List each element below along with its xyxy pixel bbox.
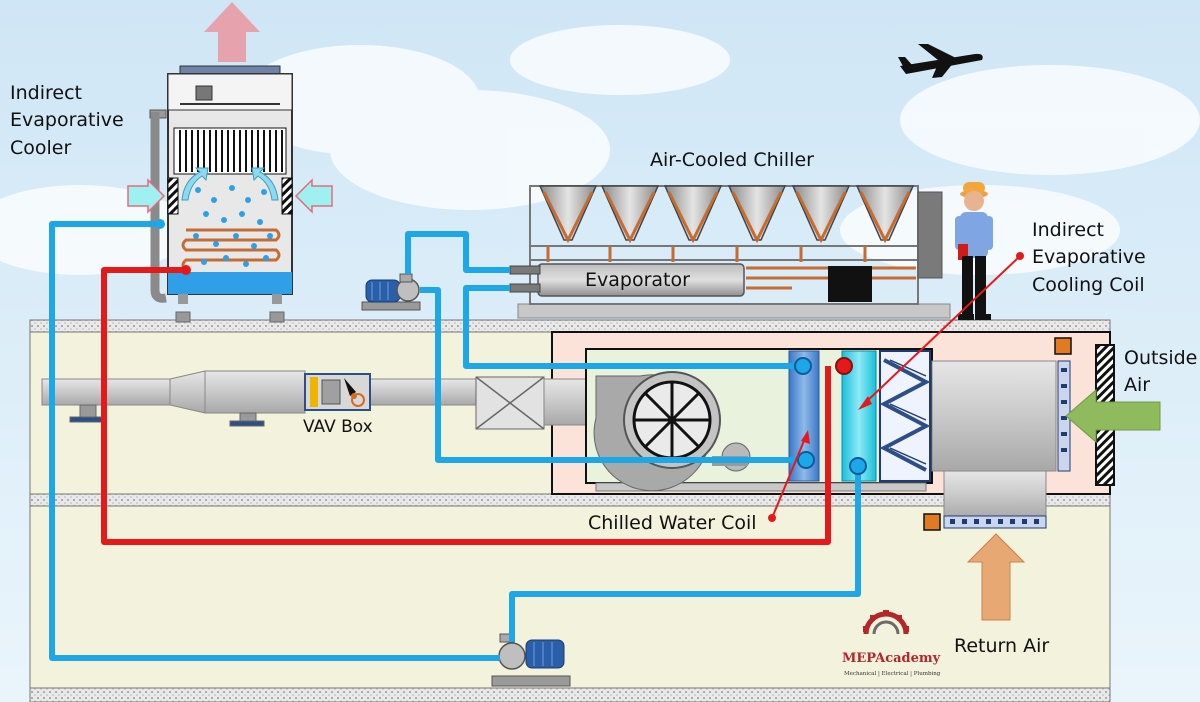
chiller-label: Air-Cooled Chiller (650, 149, 814, 171)
chiller-compressor (828, 266, 872, 302)
logo-name: MEPAcademy (842, 651, 941, 666)
coil-connection-bottom-blue (797, 451, 815, 469)
tower-air-inlet-left (127, 178, 166, 214)
duct-hangers (69, 404, 265, 427)
evaporator-label: Evaporator (585, 269, 690, 291)
coil-connection-top-red (835, 357, 853, 375)
cold-water-pipe-pump-to-coil (420, 287, 805, 463)
chilled-water-coil-label: Chilled Water Coil (588, 512, 757, 534)
tower-connection-red (181, 265, 191, 275)
outside-air-arrow (1065, 388, 1161, 444)
callout-arrowhead-cw-coil (801, 430, 810, 444)
roof-slab (29, 319, 1111, 333)
vav-box (304, 373, 371, 411)
hot-water-pipe-tower-loop (101, 267, 831, 545)
tower-air-swirl-right (251, 167, 279, 201)
mixing-box (931, 360, 1057, 472)
outside-air-label: Outside Air (1124, 347, 1200, 396)
vav-box-label: VAV Box (303, 417, 373, 437)
airplane-icon (898, 44, 983, 78)
indirect-evaporative-cooler (149, 65, 293, 323)
callout-line-cw-coil (771, 435, 807, 519)
tower-air-inlet-right (294, 178, 333, 214)
cold-water-pipe-tower-loop (49, 221, 861, 661)
worker-figure (955, 182, 993, 320)
tower-heat-exchanger-coil (181, 228, 281, 272)
air-cooled-chiller (509, 185, 951, 319)
evaporator (537, 263, 745, 297)
exhaust-arrow (204, 2, 260, 62)
air-filter (879, 350, 931, 482)
coil-connection-top-blue (794, 357, 812, 375)
callout-dot-iec-coil (1016, 252, 1024, 260)
ground-slab (29, 687, 1111, 702)
callout-dot-cw-coil (768, 514, 776, 522)
cold-water-pipe-chiller-supply (405, 231, 510, 274)
logo-tagline: Mechanical | Electrical | Plumbing (844, 671, 941, 677)
callout-line-iec-coil (863, 255, 1021, 405)
coil-connection-bottom-cyan (849, 457, 867, 475)
cooler-label: Indirect Evaporative Cooler (10, 82, 130, 159)
tower-connection-blue (155, 219, 165, 229)
callout-arrowhead-iec-coil (858, 396, 872, 410)
iec-coil-label: Indirect Evaporative Cooling Coil (1032, 219, 1152, 296)
return-air-arrow (966, 533, 1026, 621)
damper-actuator-outside (1054, 337, 1072, 355)
chilled-water-pump (361, 273, 421, 311)
mep-academy-logo: MEPAcademy Mechanical | Electrical | Plu… (842, 610, 941, 677)
damper-actuator-return (923, 513, 941, 531)
return-air-label: Return Air (954, 635, 1049, 657)
tower-air-swirl-left (181, 167, 209, 201)
water-droplets (193, 185, 273, 267)
cold-water-pipe-coil-return (463, 285, 802, 369)
condenser-water-pump (491, 633, 571, 687)
